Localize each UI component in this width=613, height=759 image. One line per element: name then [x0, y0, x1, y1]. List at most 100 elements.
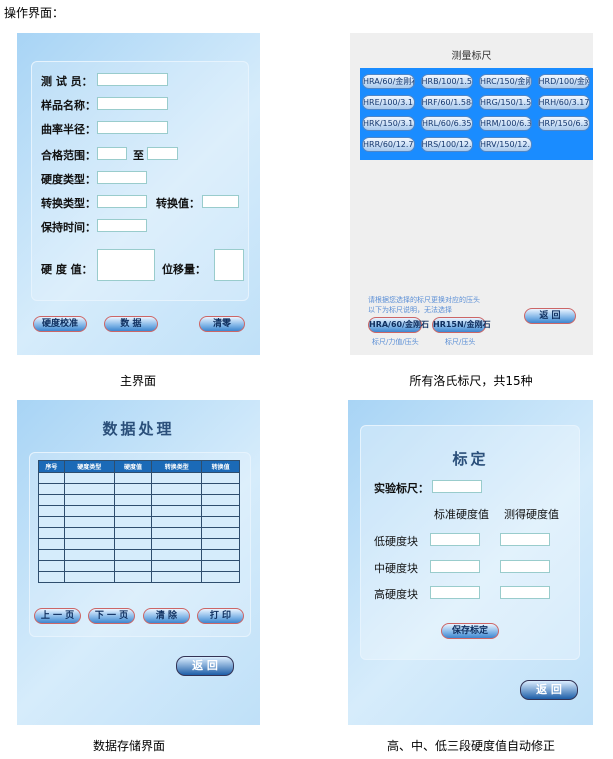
range-min-input[interactable]: [97, 147, 127, 160]
scale-button[interactable]: HRC/150/金刚石: [479, 74, 532, 89]
back-button[interactable]: 返 回: [520, 680, 578, 700]
scales-caption: 所有洛氏标尺，共15种: [409, 374, 533, 388]
scale-button[interactable]: HRL/60/6.35: [420, 116, 473, 131]
radius-input[interactable]: [97, 121, 168, 134]
table-cell: [201, 560, 240, 572]
column-header: 硬度值: [113, 460, 153, 473]
data-screen: 数据处理 序号硬度类型硬度值转换类型转换值 上 一 页 下 一 页 清 除 打 …: [17, 400, 260, 725]
mid-standard-input[interactable]: [430, 560, 480, 573]
tester-input[interactable]: [97, 73, 168, 86]
calibrate-button[interactable]: 硬度校准: [33, 316, 87, 332]
example-scale-2: HR15N/金刚石: [432, 317, 491, 333]
table-cell: [201, 472, 240, 484]
table-cell: [201, 505, 240, 517]
scale-button[interactable]: HRK/150/3.175: [362, 116, 415, 131]
low-standard-input[interactable]: [430, 533, 480, 546]
hardness-type-input[interactable]: [97, 171, 147, 184]
range-label: 合格范围：: [41, 149, 96, 162]
table-row: [38, 549, 240, 561]
table-cell: [113, 571, 153, 583]
scale-button[interactable]: HRB/100/1.588: [420, 74, 473, 89]
table-cell: [63, 494, 115, 506]
standard-col-label: 标准硬度值: [434, 508, 489, 521]
clear-button[interactable]: 清 除: [143, 608, 190, 624]
column-header: 转换类型: [151, 460, 203, 473]
table-cell: [38, 505, 65, 517]
legend-2: 标尺/压头: [445, 338, 476, 346]
data-table: 序号硬度类型硬度值转换类型转换值: [38, 460, 240, 583]
prev-page-button[interactable]: 上 一 页: [34, 608, 81, 624]
table-cell: [38, 472, 65, 484]
legend-1: 标尺/力值/压头: [372, 338, 419, 346]
table-cell: [63, 483, 115, 495]
table-cell: [63, 505, 115, 517]
scale-button[interactable]: HRV/150/12.7: [479, 137, 532, 152]
example-scale-1: HRA/60/金刚石: [368, 317, 429, 333]
low-measured-input[interactable]: [500, 533, 550, 546]
next-page-button[interactable]: 下 一 页: [88, 608, 135, 624]
tester-label: 测 试 员：: [41, 75, 93, 88]
print-button[interactable]: 打 印: [197, 608, 244, 624]
scale-button[interactable]: HRS/100/12.7: [420, 137, 473, 152]
back-button[interactable]: 返 回: [176, 656, 234, 676]
table-cell: [151, 527, 203, 539]
high-standard-input[interactable]: [430, 586, 480, 599]
table-cell: [38, 571, 65, 583]
table-cell: [113, 472, 153, 484]
data-caption: 数据存储界面: [92, 739, 165, 753]
scale-button[interactable]: HRE/100/3.175: [362, 95, 415, 110]
sample-label: 样品名称：: [41, 99, 96, 112]
table-cell: [38, 494, 65, 506]
scale-button[interactable]: HRD/100/金刚石: [537, 74, 590, 89]
column-header: 硬度类型: [63, 460, 115, 473]
table-cell: [38, 560, 65, 572]
scale-button[interactable]: HRA/60/金刚石: [362, 74, 415, 89]
save-calibration-button[interactable]: 保存标定: [441, 623, 499, 639]
hardness-value-label: 硬 度 值：: [41, 263, 93, 276]
table-cell: [113, 494, 153, 506]
scale-button[interactable]: HRM/100/6.35: [479, 116, 532, 131]
table-cell: [63, 527, 115, 539]
scale-button[interactable]: HRP/150/6.35: [537, 116, 590, 131]
measured-col-label: 测得硬度值: [504, 508, 559, 521]
sample-input[interactable]: [97, 97, 168, 110]
range-max-input[interactable]: [147, 147, 178, 160]
mid-measured-input[interactable]: [500, 560, 550, 573]
hardness-value-display: [97, 249, 155, 281]
convert-type-input[interactable]: [97, 195, 147, 208]
convert-value-input[interactable]: [202, 195, 239, 208]
scale-button[interactable]: HRF/60/1.588: [420, 95, 473, 110]
table-cell: [201, 483, 240, 495]
data-button[interactable]: 数 据: [104, 316, 158, 332]
table-cell: [151, 516, 203, 528]
table-cell: [201, 538, 240, 550]
hold-time-input[interactable]: [97, 219, 147, 232]
section-header: 操作界面：: [4, 6, 65, 20]
column-header: 转换值: [201, 460, 240, 473]
column-header: 序号: [38, 460, 65, 473]
table-cell: [201, 571, 240, 583]
table-cell: [201, 516, 240, 528]
scale-button[interactable]: HRH/60/3.175: [537, 95, 590, 110]
calib-caption: 高、中、低三段硬度值自动修正: [386, 739, 555, 753]
note-line-2: 以下为标尺说明，无法选择: [368, 306, 452, 314]
table-row: [38, 560, 240, 572]
table-row: [38, 472, 240, 484]
back-button[interactable]: 返 回: [524, 308, 576, 324]
note-line-1: 请根据您选择的标尺更换对应的压头: [368, 296, 480, 304]
table-cell: [113, 549, 153, 561]
table-cell: [151, 483, 203, 495]
test-scale-input[interactable]: [432, 480, 482, 493]
table-cell: [113, 560, 153, 572]
scale-button[interactable]: HRG/150/1.588: [479, 95, 532, 110]
scale-grid: HRA/60/金刚石 HRB/100/1.588 HRC/150/金刚石 HRD/10…: [362, 74, 590, 152]
hold-time-label: 保持时间：: [41, 221, 96, 234]
scale-button[interactable]: HRR/60/12.7: [362, 137, 415, 152]
mid-block-label: 中硬度块: [374, 562, 418, 575]
table-cell: [151, 505, 203, 517]
zero-button[interactable]: 清零: [199, 316, 245, 332]
convert-value-label: 转换值：: [156, 197, 200, 210]
table-cell: [113, 505, 153, 517]
table-row: [38, 527, 240, 539]
high-measured-input[interactable]: [500, 586, 550, 599]
